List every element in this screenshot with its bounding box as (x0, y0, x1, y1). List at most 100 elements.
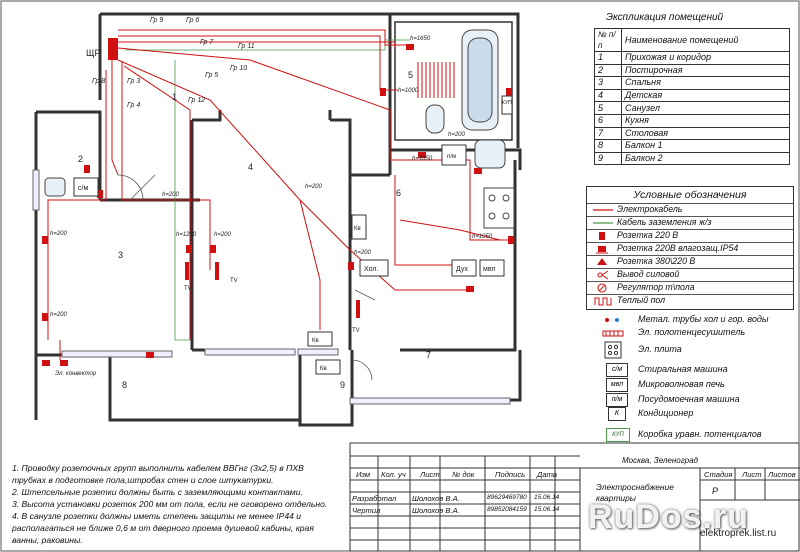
legend-extra-label: Метал. трубы хол и гор. воды (638, 314, 769, 324)
tv-label: TV (184, 286, 192, 292)
room-number: 3 (118, 250, 123, 260)
row-num: 3 (594, 76, 622, 90)
dishwasher-icon: п/м (606, 393, 628, 407)
height-mark: h=1000 (398, 88, 419, 94)
room-number: 2 (78, 154, 83, 164)
group-label: Гр 6 (186, 17, 199, 24)
group-label: Гр 9 (150, 17, 163, 24)
thermostat-icon (597, 283, 607, 293)
row-name: Столовая (621, 126, 790, 141)
legend-extra-label: Микроволновая печь (638, 379, 725, 389)
stove-icon (604, 341, 622, 359)
watermark: RuDos.ru (588, 498, 749, 536)
height-mark: h=1050 (412, 156, 433, 162)
height-mark: h=1050 (472, 234, 493, 240)
group-label: Гр 12 (188, 97, 205, 104)
socket-icon (599, 232, 605, 240)
room-number: 8 (122, 380, 127, 390)
cable-icon (593, 209, 613, 211)
legend-extra-label: Эл. полотенцесушитель (638, 327, 746, 337)
legend-label: Вывод силовой (617, 269, 680, 279)
group-label: Гр 7 (200, 39, 214, 46)
height-mark: h=200 (448, 132, 466, 138)
windows (32, 169, 511, 405)
row-num: 8 (594, 139, 622, 153)
washer-label: с/м (78, 185, 88, 192)
tv-label: TV (230, 278, 238, 284)
plan-labels: ЩР Гр 9 Гр 6 Гр 7 Гр 11 Гр 10 Гр 5 Гр 12… (50, 17, 512, 390)
fridge-label: Хол. (364, 266, 378, 273)
row-name: Кухня (621, 113, 790, 128)
towel-dryer-icon (602, 330, 624, 337)
stamp-header: № док (452, 470, 475, 479)
row-num: 1 (594, 51, 622, 65)
legend-label: Регулятор т\пола (617, 282, 695, 292)
legend-item: Кабель заземления ж/з (587, 216, 793, 228)
stamp-header: Дата (537, 470, 558, 479)
note-line: трубках в подготовке пола,штробах стен и… (12, 475, 274, 485)
height-mark: h=200 (354, 250, 372, 256)
legend-label: Теплый пол (617, 295, 666, 305)
table-row: № п/п Наименование помещений (594, 28, 790, 52)
legend-item: Розетка 220В влагозащ.IP54 (587, 242, 793, 254)
stamp-title: Электроснабжение квартиры (596, 482, 674, 503)
ground-cable-icon (593, 222, 613, 224)
panel-label: ЩР (86, 48, 100, 58)
height-mark: h=1200 (176, 232, 197, 238)
header-num: № п/п (594, 28, 622, 52)
row-num: 9 (594, 151, 622, 166)
note-line: 4. В санузле розетки должны иметь степен… (12, 511, 302, 521)
legend-item: Регулятор т\пола (587, 281, 793, 293)
legend-extra-label: Кондиционер (638, 408, 694, 418)
legend-extra-label: Стиральная машина (638, 364, 728, 374)
appliance-boxes (73, 95, 513, 375)
pipes-icon (605, 318, 619, 322)
row-name: Санузел (621, 101, 790, 115)
panel-box (108, 38, 118, 60)
note-line: ванны, раковины. (12, 535, 83, 545)
ground-cable (125, 39, 410, 341)
legend-title: Условные обозначения (633, 189, 747, 201)
electric-cables (47, 29, 515, 360)
legend-label: Розетка 380\220 В (617, 256, 696, 266)
room-number: 1 (172, 92, 177, 102)
row-name: Прихожая и коридор (621, 51, 790, 65)
group-label: Гр 3 (127, 78, 140, 85)
stamp-date: 15.06.14 (534, 494, 560, 501)
row-name: Балкон 1 (621, 139, 790, 153)
stamp-name: Шолохов В.А. (412, 494, 460, 503)
legend-extra-label: Посудомоечная машина (638, 394, 740, 404)
stamp-location: Москва, Зеленоград (622, 456, 698, 465)
legend-item: Теплый пол (587, 294, 793, 306)
height-mark: h=200 (162, 192, 180, 198)
walls (34, 12, 522, 427)
microwave-label: мвп (483, 266, 496, 273)
row-num: 6 (594, 113, 622, 128)
watermark-sub: elektroprek.list.ru (700, 528, 777, 539)
stamp-header: Подпись (495, 470, 526, 479)
waterproof-socket-icon (596, 246, 608, 254)
stamp-role: Чертил (352, 506, 381, 515)
ac-label: Кв (320, 366, 327, 372)
row-num: 7 (594, 126, 622, 141)
stamp-header: Стадия (704, 470, 733, 479)
room-number: 7 (426, 350, 431, 360)
kup-icon: КУП (606, 428, 630, 442)
legend-label: Электрокабель (617, 204, 683, 214)
height-mark: h=200 (50, 231, 68, 237)
legend: Условные обозначения Электрокабель Кабел… (586, 186, 794, 310)
ac-icon: К (608, 407, 626, 421)
stamp-header: Лист (742, 470, 762, 479)
explication-title: Экспликация помещений (606, 12, 724, 23)
header-name: Наименование помещений (621, 28, 790, 52)
room-number: 9 (340, 380, 345, 390)
microwave-icon: мвп (606, 378, 628, 392)
ac-label: Кв (354, 226, 361, 232)
